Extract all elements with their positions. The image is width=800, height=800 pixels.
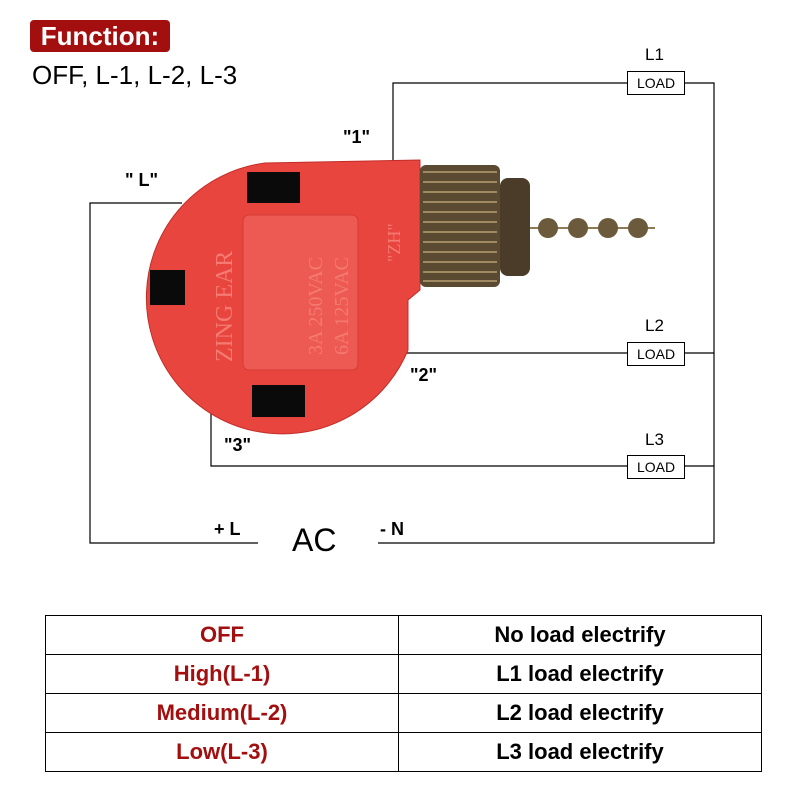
wire-label-l: " L" [125, 170, 159, 190]
result-cell: L1 load electrify [398, 654, 762, 694]
terminal-slot [150, 270, 185, 305]
function-badge: Function: [30, 20, 170, 52]
ac-label: AC [292, 522, 337, 558]
wire-l3 [210, 410, 627, 467]
table-row: Low(L-3)L3 load electrify [45, 732, 762, 772]
load-box-l1: LOAD [627, 71, 685, 95]
label-plate [242, 214, 359, 371]
mode-cell: Low(L-3) [45, 732, 399, 772]
load-box-l2: LOAD [627, 342, 685, 366]
brand-marking: ZING EAR [212, 251, 238, 362]
terminal-slot [247, 172, 300, 203]
table-row: Medium(L-2)L2 load electrify [45, 693, 762, 733]
wire-live [89, 202, 258, 544]
result-cell: L2 load electrify [398, 693, 762, 733]
table-row: High(L-1)L1 load electrify [45, 654, 762, 694]
wire-label-2: "2" [410, 365, 438, 385]
wire-l1 [392, 82, 627, 165]
chain-ball [628, 218, 648, 238]
function-modes: OFF, L-1, L-2, L-3 [32, 60, 238, 90]
mode-cell: High(L-1) [45, 654, 399, 694]
wire-label-3: "3" [224, 435, 252, 455]
result-cell: No load electrify [398, 615, 762, 655]
code-marking: "ZH" [384, 223, 404, 262]
mode-cell: OFF [45, 615, 399, 655]
terminal-slot [252, 385, 305, 417]
load-name-l3: L3 [645, 430, 664, 449]
load-name-l2: L2 [645, 316, 664, 335]
chain-ball [538, 218, 558, 238]
rating-marking: 6A 125VAC [331, 257, 353, 355]
ac-minus-label: - N [380, 519, 404, 539]
wire-right-return [378, 82, 715, 544]
switch-knob [420, 165, 500, 287]
chain-ball [598, 218, 618, 238]
chain-ball [568, 218, 588, 238]
ac-plus-label: + L [214, 519, 241, 539]
result-cell: L3 load electrify [398, 732, 762, 772]
load-name-l1: L1 [645, 45, 664, 64]
rating-marking: 3A 250VAC [305, 257, 327, 355]
knob-cap [500, 178, 530, 276]
mode-cell: Medium(L-2) [45, 693, 399, 733]
wire-label-1: "1" [343, 127, 371, 147]
load-box-l3: LOAD [627, 455, 685, 479]
